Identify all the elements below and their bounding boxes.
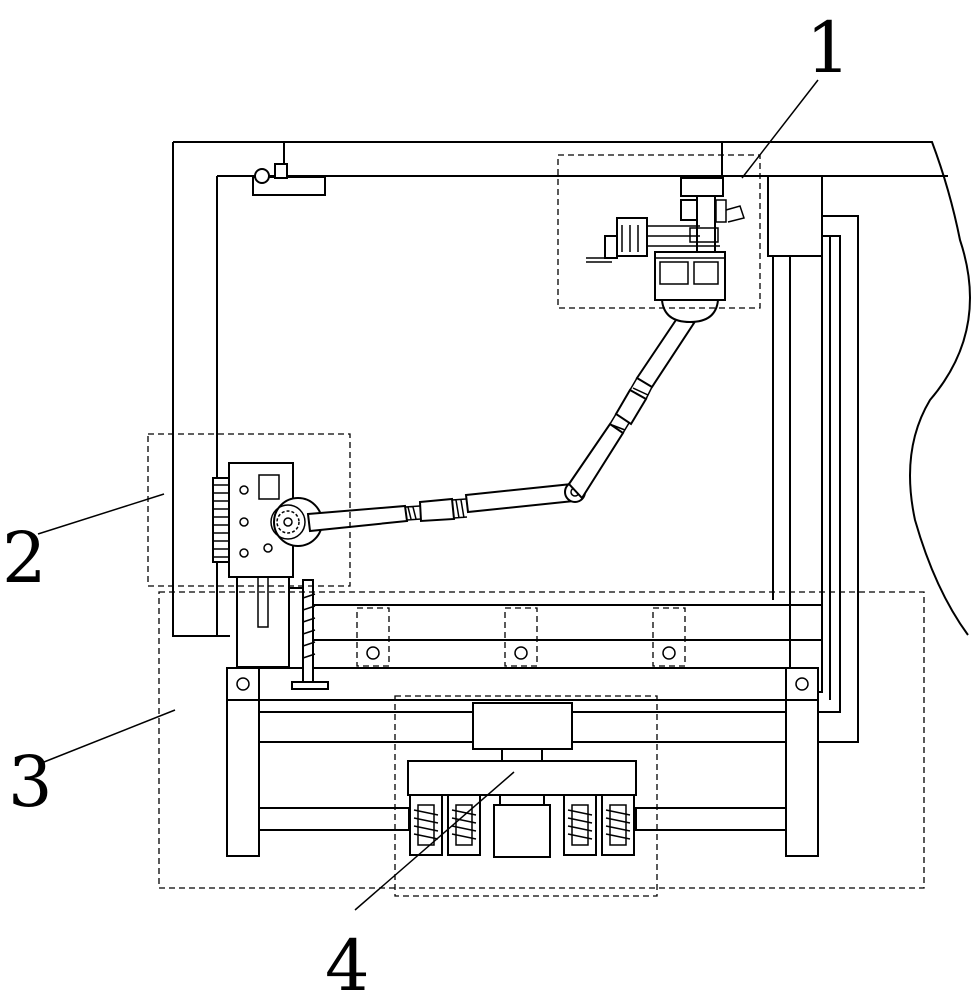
arm-coupling-2 (614, 388, 648, 426)
region-3-box (158, 591, 925, 889)
label-1: 1 (806, 7, 851, 89)
left-leg (226, 699, 260, 857)
arm-segment-2 (464, 482, 576, 514)
motor-block (472, 702, 573, 750)
label-3: 3 (8, 741, 53, 823)
arm-base-assembly (212, 462, 329, 690)
lifting-platform (407, 702, 637, 858)
spring-group-right (563, 794, 635, 856)
gear (270, 504, 306, 540)
right-leg (785, 699, 819, 857)
hinge-pin (254, 168, 270, 184)
arm-coupling (418, 497, 456, 523)
spring-group-left (409, 794, 481, 856)
platform-plate (407, 760, 637, 796)
end-effector (586, 142, 745, 324)
top-hinge-plate (252, 176, 326, 196)
effector-base (654, 251, 726, 301)
callout-boxes (147, 154, 925, 897)
arm-segment-4 (635, 312, 696, 389)
upper-block (767, 175, 823, 257)
label-2: 2 (2, 517, 47, 599)
region-4-box (394, 695, 658, 897)
slide-block (236, 576, 290, 668)
arm-segment-1 (306, 504, 409, 533)
label-4: 4 (325, 925, 370, 1000)
region-2-box (147, 433, 351, 587)
region-1-box (557, 154, 761, 309)
main-frame (172, 141, 971, 637)
articulated-arm (306, 302, 700, 533)
leader-lines (37, 79, 819, 911)
base-table (226, 667, 819, 857)
arm-segment-3 (567, 422, 625, 500)
horizontal-beam (260, 604, 822, 669)
